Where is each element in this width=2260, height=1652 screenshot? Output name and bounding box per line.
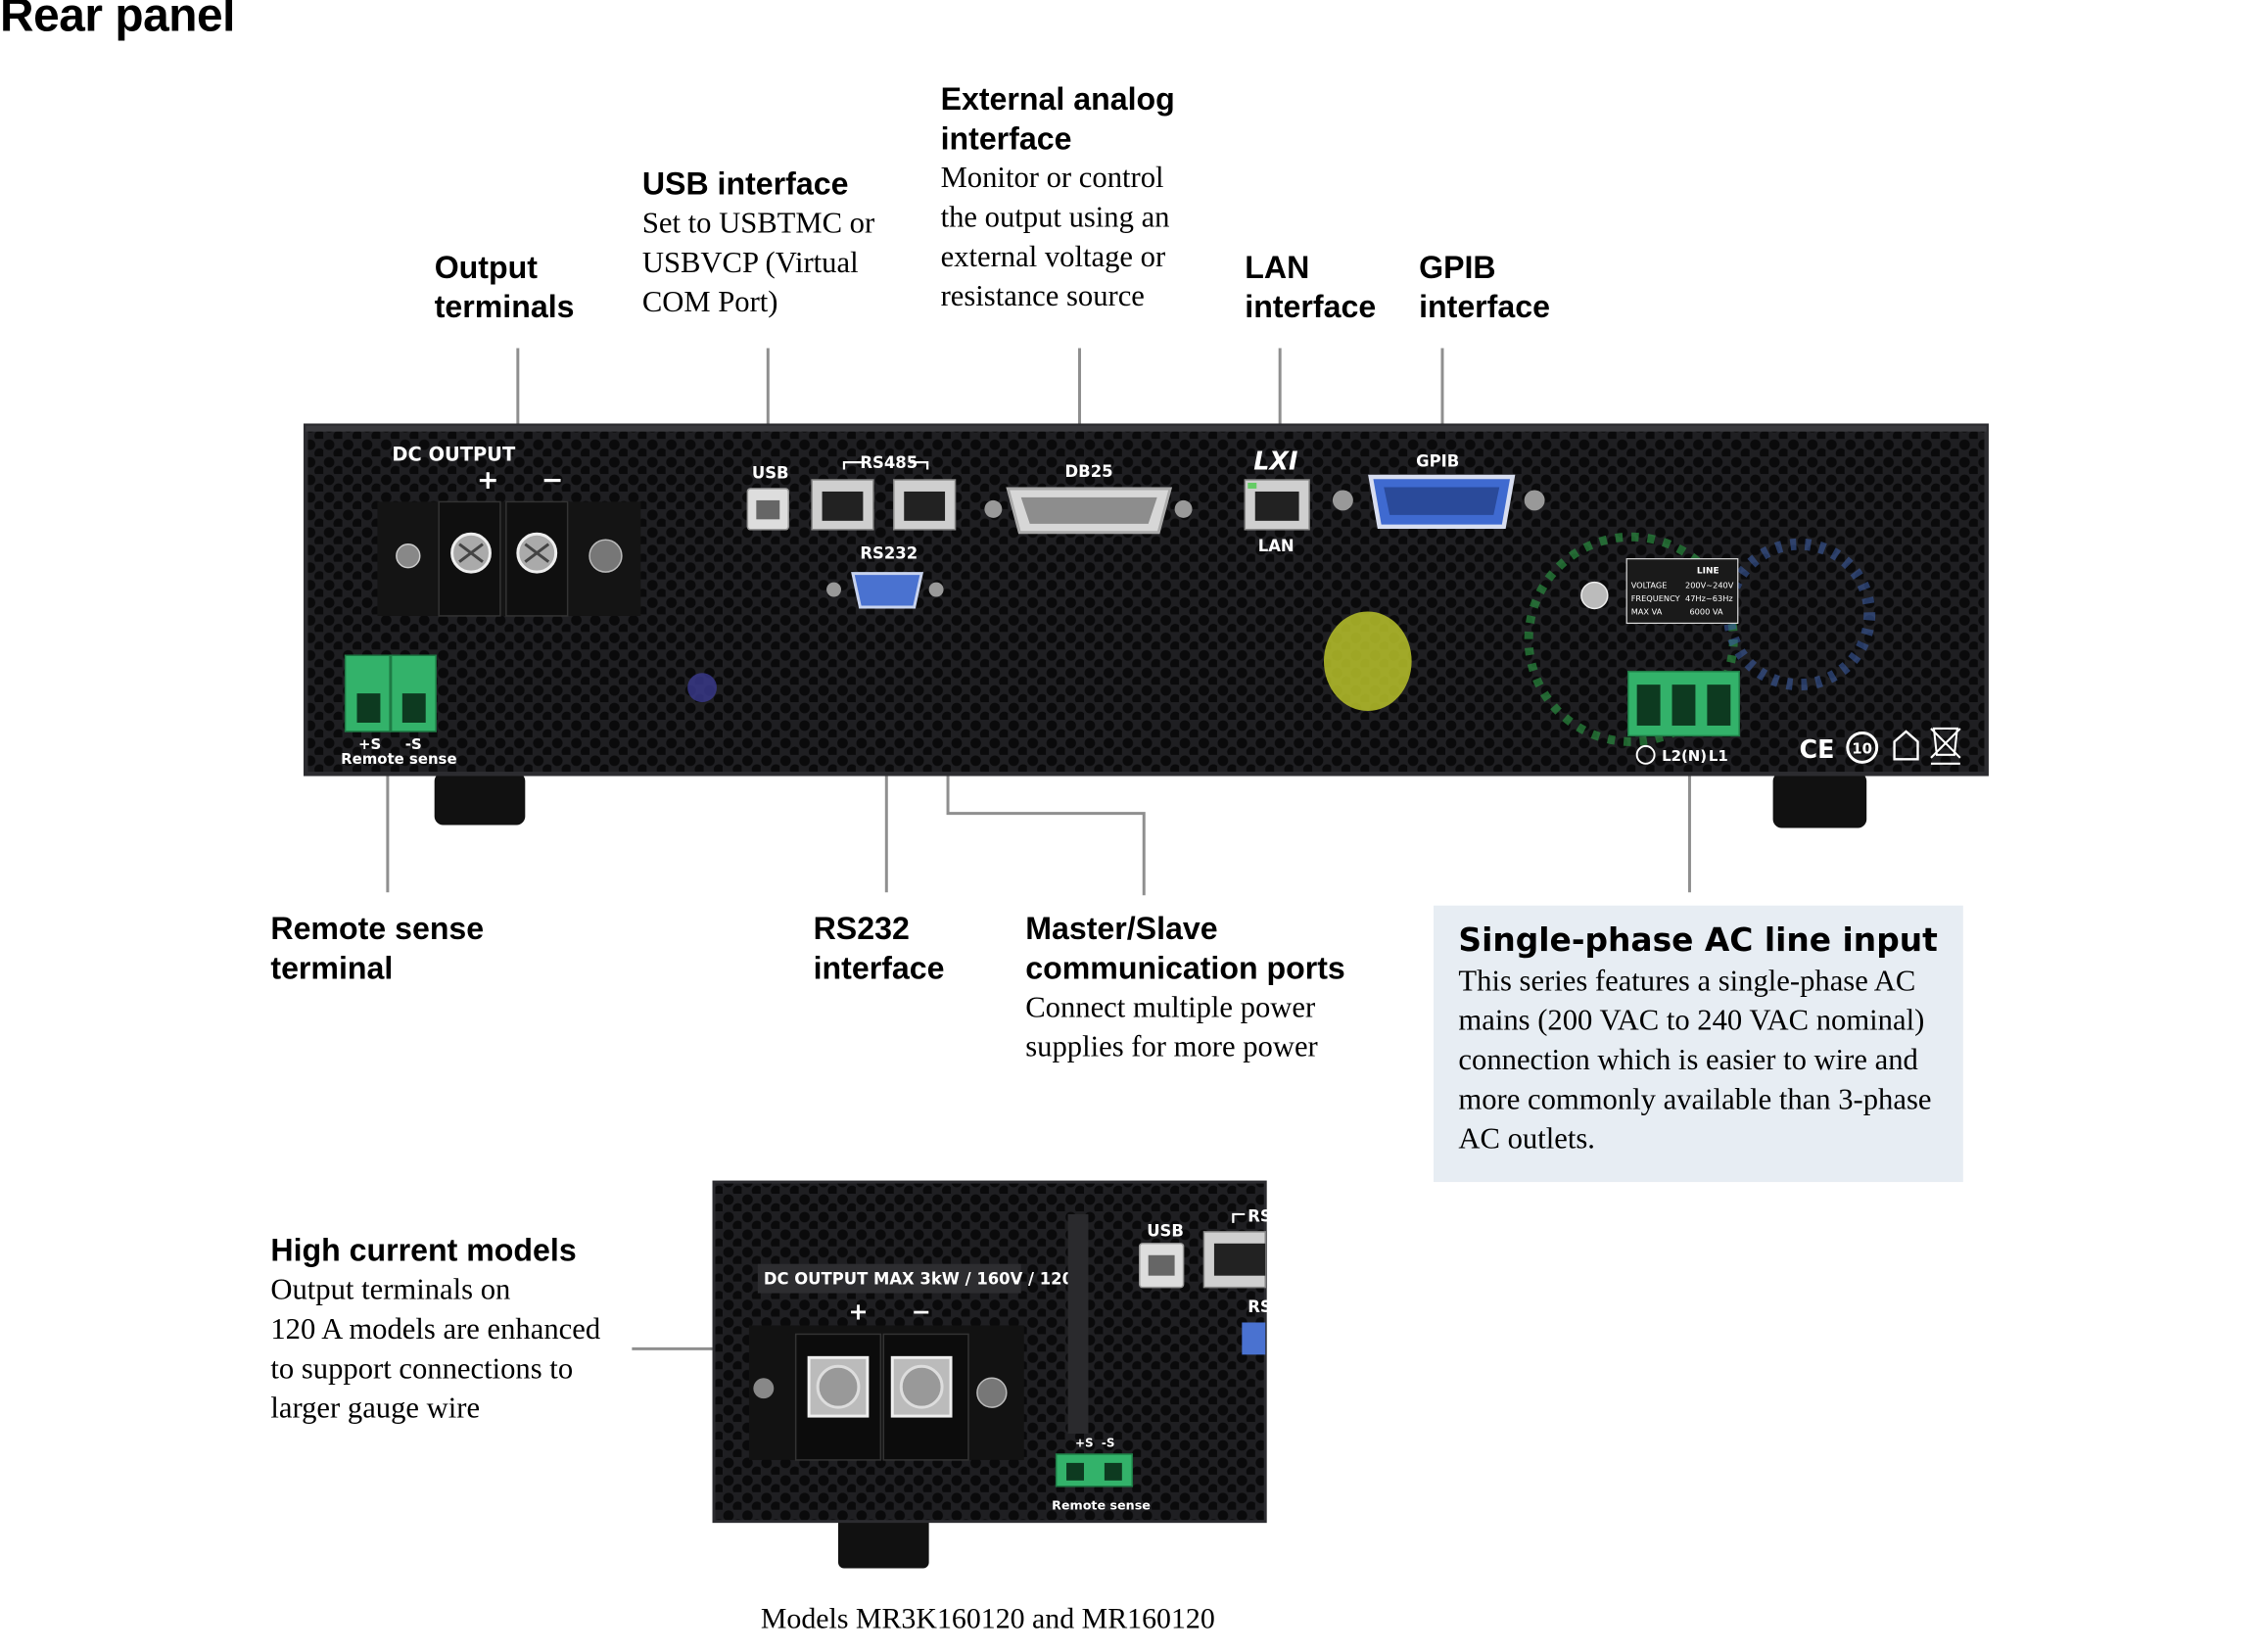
inset-plus-label: +	[848, 1298, 868, 1325]
callout-ac-input-desc: This series features a single-phase AC m…	[1458, 965, 1932, 1156]
terminal-screw-left	[396, 543, 421, 569]
panel-l2n-label: L2(N)	[1662, 747, 1707, 765]
inset-rs232-port	[1242, 1322, 1266, 1355]
panel-plus-label: +	[477, 465, 499, 496]
ground-symbol-icon	[1635, 744, 1656, 765]
spec-frequency-val: 47Hz~63Hz	[1685, 593, 1733, 603]
panel-lan-label: LAN	[1258, 537, 1295, 555]
callout-lan-title: LAN interface	[1245, 250, 1377, 325]
foot-right	[1772, 772, 1867, 828]
eco-mark-icon	[1846, 731, 1879, 764]
panel-sense-plus: +S	[358, 735, 381, 753]
rs232-port	[851, 572, 924, 609]
inset-rs-label: RS	[1248, 1206, 1271, 1225]
callout-master-slave-title: Master/Slave communication ports	[1025, 911, 1345, 986]
page-title: Rear panel	[0, 0, 235, 41]
eco-mark-label: 10	[1852, 739, 1872, 757]
inset-usb-label: USB	[1147, 1221, 1184, 1240]
ac-spec-plate	[1625, 558, 1739, 624]
spec-voltage-val: 200V~240V	[1685, 581, 1734, 590]
spec-maxva: MAX VA	[1631, 606, 1663, 616]
callout-analog-title: External analog interface	[940, 81, 1175, 157]
inset-caption: Models MR3K160120 and MR160120	[760, 1603, 1215, 1636]
panel-gpib-label: GPIB	[1416, 452, 1459, 471]
terminal-screw-right	[589, 539, 623, 573]
inset-rs-label-2: RS	[1248, 1298, 1271, 1316]
weee-bin-icon	[1930, 727, 1961, 765]
panel-lxi-label: LXI	[1253, 447, 1297, 476]
callout-ac-input-title: Single-phase AC line input	[1458, 922, 1938, 960]
inset-sense-plus: +S	[1075, 1436, 1094, 1449]
spec-voltage: VOLTAGE	[1631, 581, 1668, 590]
ground-screw	[1580, 581, 1609, 610]
panel-l1-label: L1	[1709, 747, 1728, 765]
foot-left	[434, 772, 526, 826]
spec-maxva-val: 6000 VA	[1689, 606, 1723, 616]
ac-input-info-box: Single-phase AC line input This series f…	[1434, 905, 1963, 1183]
panel-minus-label: −	[541, 465, 564, 496]
callout-high-current-title: High current models	[270, 1233, 577, 1269]
panel-remote-sense-label: Remote sense	[341, 750, 457, 768]
inset-minus-label: −	[912, 1298, 931, 1325]
callout-usb-desc: Set to USBTMC or USBVCP (Virtual COM Por…	[641, 208, 875, 319]
ce-mark-icon: CE	[1799, 734, 1834, 764]
callout-usb-title: USB interface	[641, 166, 849, 203]
indoor-use-icon	[1893, 730, 1919, 761]
panel-rs232-label: RS232	[860, 544, 918, 563]
panel-sense-minus: -S	[405, 735, 422, 753]
callout-analog-desc: Monitor or control the output using an e…	[940, 162, 1170, 313]
callout-output-terminals-title: Output terminals	[434, 250, 575, 325]
inset-sense-minus: -S	[1102, 1436, 1115, 1449]
inset-foot	[838, 1515, 929, 1569]
callout-high-current-desc: Output terminals on 120 A models are enh…	[270, 1274, 601, 1426]
callout-gpib-title: GPIB interface	[1419, 250, 1550, 325]
panel-db25-label: DB25	[1065, 462, 1113, 481]
spec-frequency: FREQUENCY	[1631, 593, 1681, 603]
panel-dc-output-label: DC OUTPUT	[392, 444, 516, 466]
callout-rs232-title: RS232 interface	[813, 911, 945, 986]
callout-remote-sense-title: Remote sense terminal	[270, 911, 485, 986]
inset-dc-output-label: DC OUTPUT MAX 3kW / 160V / 120A	[764, 1270, 1086, 1289]
callout-master-slave-desc: Connect multiple power supplies for more…	[1025, 991, 1318, 1064]
panel-usb-label: USB	[752, 464, 789, 483]
inset-remote-sense-label: Remote sense	[1052, 1498, 1151, 1513]
panel-rs485-label: RS485	[860, 453, 918, 472]
panel-line-label: LINE	[1697, 567, 1719, 577]
